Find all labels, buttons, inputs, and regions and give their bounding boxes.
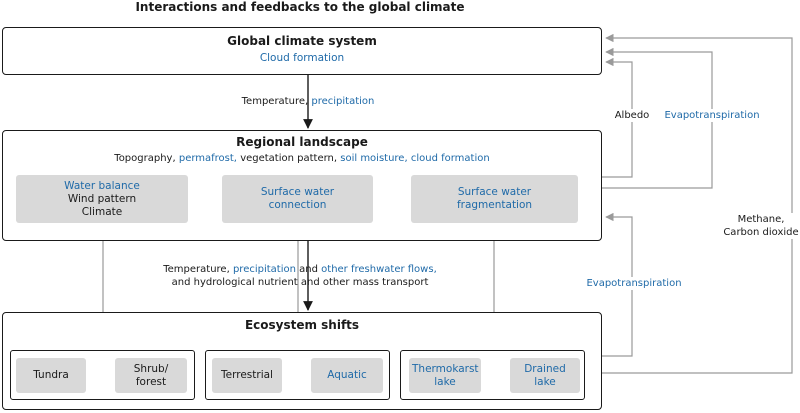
global-climate-box: Global climate system Cloud formation bbox=[2, 27, 602, 75]
drained-lake-label: Drained lake bbox=[524, 362, 566, 388]
wind-pattern-line: Wind pattern bbox=[67, 192, 137, 205]
shrub-forest-box: Shrub/ forest bbox=[115, 358, 187, 393]
global-climate-title: Global climate system bbox=[227, 34, 377, 48]
thermokarst-lake-box: Thermokarst lake bbox=[409, 358, 481, 393]
drained-lake-box: Drained lake bbox=[510, 358, 580, 393]
albedo-label: Albedo bbox=[610, 109, 654, 122]
link-and: and bbox=[299, 264, 318, 275]
aquatic-label: Aquatic bbox=[327, 369, 367, 381]
regional-item: vegetation pattern, bbox=[240, 153, 338, 164]
terrestrial-box: Terrestrial bbox=[212, 358, 282, 393]
surface-water-line: Surface water bbox=[260, 186, 335, 198]
fragmentation-line: fragmentation bbox=[456, 199, 533, 211]
shrub-forest-label: Shrub/ forest bbox=[133, 362, 169, 388]
methane-label: Methane, bbox=[737, 214, 785, 225]
water-balance-line: Water balance bbox=[64, 179, 140, 192]
tundra-label: Tundra bbox=[33, 369, 69, 381]
regional-item: soil moisture, bbox=[340, 153, 408, 164]
ecosystem-shifts-title: Ecosystem shifts bbox=[244, 318, 360, 332]
terrestrial-label: Terrestrial bbox=[221, 369, 273, 381]
regional-item: cloud formation bbox=[410, 153, 490, 164]
link-freshwater: other freshwater flows, bbox=[321, 264, 437, 275]
carbon-dioxide-label: Carbon dioxide bbox=[723, 227, 799, 238]
feedback-methane-co2 bbox=[602, 33, 793, 374]
regional-item: Topography, bbox=[114, 153, 176, 164]
link-line-2: and hydrological nutrient and other mass… bbox=[171, 277, 429, 288]
regional-item: permafrost, bbox=[178, 153, 237, 164]
tundra-box: Tundra bbox=[16, 358, 86, 393]
connection-line: connection bbox=[268, 199, 327, 211]
surface-water-connection-box: Surface water connection bbox=[222, 175, 373, 223]
link-label-temperature-precipitation: Temperature, precipitation bbox=[200, 95, 416, 108]
link-label-regional-ecosystem: Temperature, precipitation and other fre… bbox=[150, 263, 450, 289]
water-balance-box: Water balance Wind pattern Climate bbox=[16, 175, 188, 223]
link-precipitation: precipitation bbox=[232, 264, 296, 275]
global-climate-subtitle: Cloud formation bbox=[259, 52, 345, 64]
surface-water-line: Surface water bbox=[457, 186, 532, 198]
aquatic-box: Aquatic bbox=[311, 358, 383, 393]
link-temperature: Temperature, bbox=[241, 96, 309, 107]
surface-water-fragmentation-box: Surface water fragmentation bbox=[411, 175, 578, 223]
regional-landscape-title: Regional landscape bbox=[236, 135, 368, 149]
link-precipitation: precipitation bbox=[311, 96, 375, 107]
thermokarst-lake-label: Thermokarst lake bbox=[412, 362, 479, 388]
diagram-title: Interactions and feedbacks to the global… bbox=[135, 0, 465, 14]
evapotranspiration-top-label: Evapotranspiration bbox=[662, 109, 762, 122]
link-temperature: Temperature, bbox=[163, 264, 230, 275]
regional-landscape-items: Topography, permafrost, vegetation patte… bbox=[3, 153, 601, 164]
climate-line: Climate bbox=[81, 205, 123, 218]
methane-co2-label: Methane, Carbon dioxide bbox=[722, 213, 800, 239]
evapotranspiration-mid-label: Evapotranspiration bbox=[583, 277, 685, 290]
link-line-1: Temperature, precipitation and other fre… bbox=[150, 263, 450, 276]
